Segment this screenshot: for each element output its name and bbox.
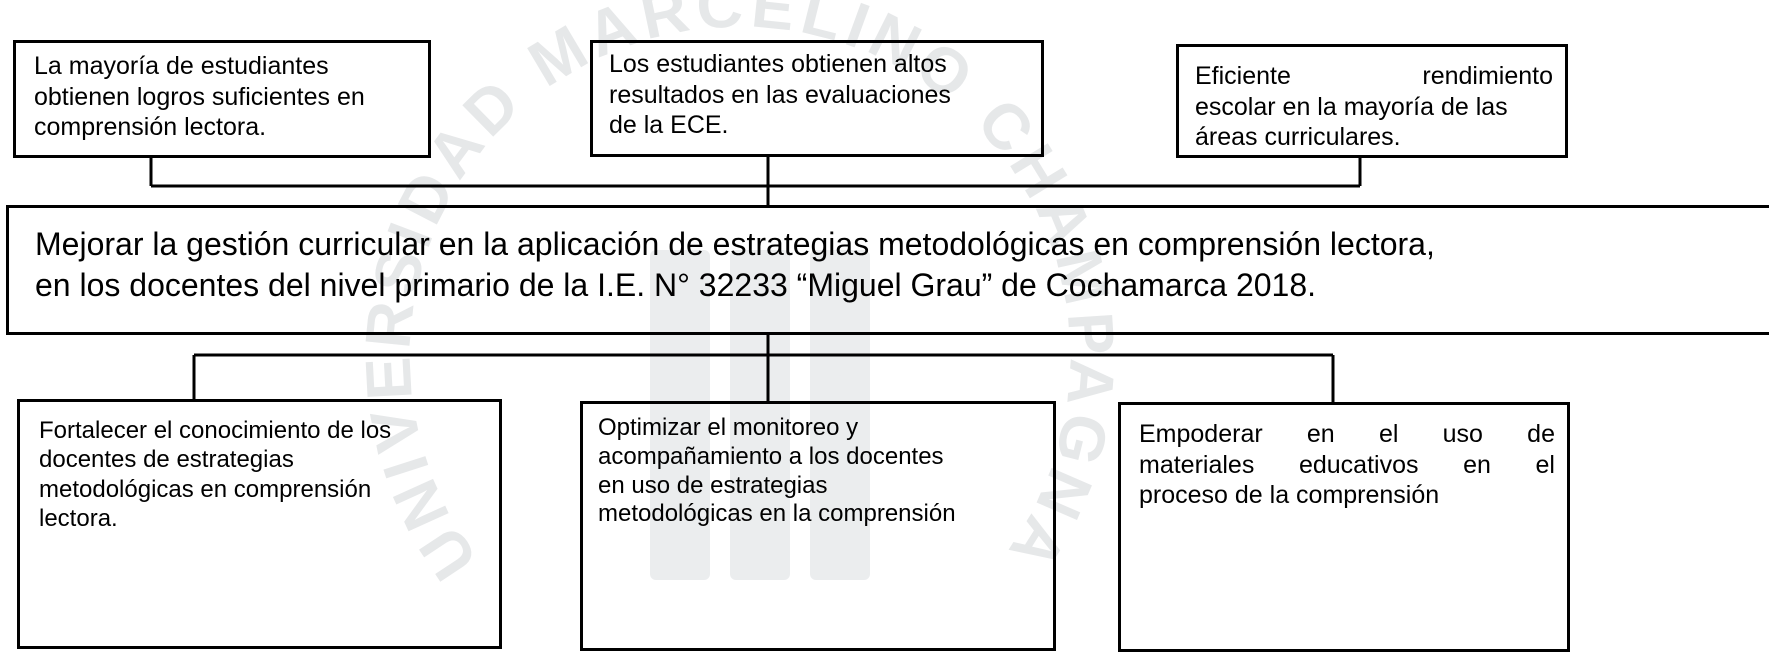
means-1-line-1: Fortalecer el conocimiento de los (39, 417, 392, 444)
means-1-line-2: docentes de estrategias (39, 446, 294, 474)
means-2-line-4: metodológicas en la comprensión (598, 500, 956, 528)
means-1-line-4: lectora. (39, 504, 118, 532)
effect-2-line-1: Los estudiantes obtienen altos (609, 50, 947, 78)
connector-lines (149, 157, 1362, 402)
central-objective-line-2: en los docentes del nivel primario de la… (35, 266, 1317, 303)
means-3-line-1: Empoderar en el uso de (1139, 420, 1555, 448)
effect-2-line-3: de la ECE. (609, 111, 729, 139)
means-box-2: Optimizar el monitoreo y acompañamiento … (580, 401, 1056, 651)
effect-3-line-3: áreas curriculares. (1195, 123, 1401, 151)
effect-box-3: Eficiente rendimiento escolar en la mayo… (1176, 44, 1568, 158)
means-box-1: Fortalecer el conocimiento de los docent… (17, 399, 502, 649)
means-box-3: Empoderar en el uso de materiales educat… (1118, 402, 1570, 652)
means-2-line-3: en uso de estrategias (598, 471, 828, 499)
central-objective-line-1: Mejorar la gestión curricular en la apli… (35, 226, 1435, 262)
effect-3-line-1: Eficiente rendimiento (1195, 62, 1553, 90)
effect-1-line-3: comprensión lectora. (34, 113, 267, 141)
central-objective-box: Mejorar la gestión curricular en la apli… (6, 205, 1769, 335)
effect-2-line-2: resultados en las evaluaciones (609, 80, 951, 109)
means-1-line-3: metodológicas en comprensión (39, 475, 372, 503)
means-3-line-2: materiales educativos en el (1139, 450, 1555, 479)
means-2-line-2: acompañamiento a los docentes (598, 442, 944, 470)
effect-3-line-2: escolar en la mayoría de las (1195, 92, 1508, 121)
effect-box-1: La mayoría de estudiantes obtienen logro… (13, 40, 431, 158)
effect-1-line-1: La mayoría de estudiantes (34, 52, 329, 80)
watermark-seal: UNIVERSIDAD MARCELINO CHAMPAGNAT (0, 0, 1123, 593)
effect-1-line-2: obtienen logros suficientes en (34, 82, 365, 111)
effect-box-2: Los estudiantes obtienen altos resultado… (590, 40, 1044, 157)
means-2-line-1: Optimizar el monitoreo y (598, 414, 859, 441)
means-3-line-3: proceso de la comprensión (1139, 481, 1440, 509)
